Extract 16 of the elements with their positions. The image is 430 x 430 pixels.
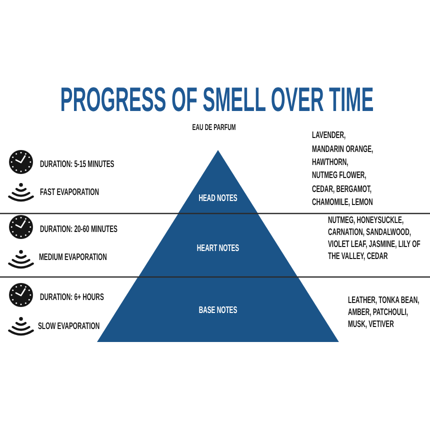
- notes-list: LEATHER, TONKA BEAN, AMBER, PATCHOULI, MUSK, VETIVER: [348, 294, 424, 332]
- title: PROGRESS OF SMELL OVER TIME: [60, 81, 374, 119]
- subtitle: EAU DE PARFUM: [192, 122, 236, 132]
- duration-text: DURATION: 20-60 MINUTES: [40, 224, 118, 234]
- notes-list: NUTMEG, HONEYSUCKLE, CARNATION, SANDALWOOD, VIOLET LEAF, JASMINE, LILY OF THE VALLEY, CEDAR: [328, 214, 425, 264]
- duration-text: DURATION: 5-15 MINUTES: [40, 159, 114, 170]
- evaporation-text: FAST EVAPORATION: [40, 186, 100, 198]
- tier-label: BASE NOTES: [198, 304, 238, 316]
- duration-text: DURATION: 6+ HOURS: [40, 292, 104, 302]
- tier-label: HEAD NOTES: [198, 192, 238, 204]
- pyramid-tier: [138, 214, 298, 277]
- evaporation-text: MEDIUM EVAPORATION: [39, 252, 107, 262]
- evaporation-text: SLOW EVAPORATION: [38, 320, 100, 332]
- notes-list: LAVENDER, MANDARIN ORANGE, HAWTHORN, NUTMEG FLOWER, CEDAR, BERGAMOT, CHAMOMILE, LEMON: [312, 129, 375, 210]
- tier-label: HEART NOTES: [196, 242, 240, 254]
- pyramid-tier: [178, 150, 258, 214]
